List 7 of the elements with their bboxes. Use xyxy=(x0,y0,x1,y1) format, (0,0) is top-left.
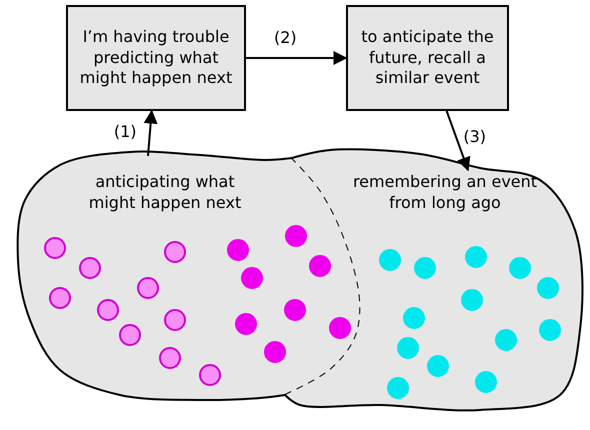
text-box: to anticipate the future, recall a similar event xyxy=(346,5,509,111)
text-box: I’m having trouble predicting what might happen next xyxy=(66,5,246,111)
arrow xyxy=(246,51,348,65)
region-label: remembering an event from long ago xyxy=(352,172,538,214)
arrow xyxy=(144,110,158,156)
arrow xyxy=(446,110,470,172)
region-label: anticipating what might happen next xyxy=(88,172,242,214)
